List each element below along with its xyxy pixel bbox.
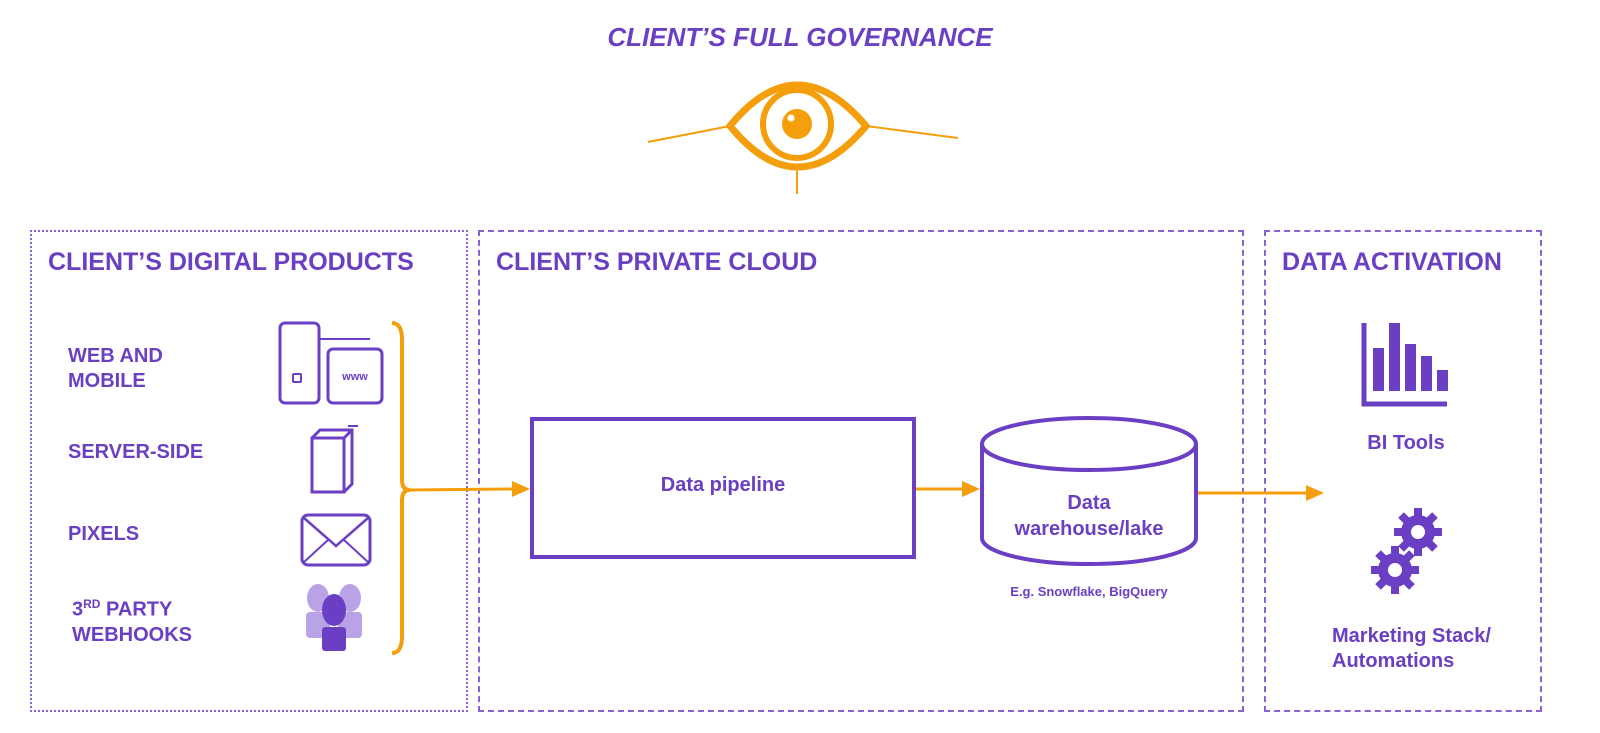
warehouse-cylinder xyxy=(980,416,1198,566)
source-webhooks-line2: WEBHOOKS xyxy=(72,623,192,646)
bar-chart-icon xyxy=(1361,323,1448,407)
source-label-web-mobile: WEB AND MOBILE xyxy=(68,344,163,394)
source-label-webhooks: 3RD PARTY WEBHOOKS xyxy=(72,592,192,648)
webhooks-party: PARTY xyxy=(100,598,173,621)
webhooks-num: 3 xyxy=(72,598,84,621)
source-label-pixels: PIXELS xyxy=(68,523,140,545)
panel-private-cloud xyxy=(478,230,1244,712)
webhooks-sup: RD xyxy=(83,597,101,611)
marketing-line1: Marketing Stack/ xyxy=(1332,625,1491,647)
www-text: www xyxy=(341,371,368,383)
sources-bracket xyxy=(391,321,411,655)
arrow-pipeline-to-warehouse xyxy=(913,481,980,497)
source-label-server-side: SERVER-SIDE xyxy=(68,441,204,463)
pipeline-label: Data pipeline xyxy=(660,474,786,496)
gears-icon xyxy=(1371,508,1442,594)
eye-icon xyxy=(647,81,959,194)
envelope-icon xyxy=(300,513,372,567)
data-pipeline-box xyxy=(530,417,916,559)
warehouse-label: Data warehouse/lake xyxy=(982,490,1196,542)
panel-data-activation xyxy=(1264,230,1542,712)
warehouse-note: E.g. Snowflake, BigQuery xyxy=(1010,584,1168,599)
people-icon xyxy=(306,584,362,651)
diagram-title: CLIENT’S FULL GOVERNANCE xyxy=(607,22,993,52)
devices-icon: www xyxy=(278,321,384,405)
panel-title-private-cloud: CLIENT’S PRIVATE CLOUD xyxy=(496,248,818,276)
server-icon xyxy=(310,425,358,494)
arrow-sources-to-pipeline xyxy=(409,481,530,497)
arrow-warehouse-to-activation xyxy=(1198,485,1324,501)
panel-title-data-activation: DATA ACTIVATION xyxy=(1282,248,1502,276)
bi-tools-label: BI Tools xyxy=(1367,432,1445,454)
source-web-line1: WEB AND xyxy=(68,345,163,367)
panel-digital-products xyxy=(30,230,468,712)
marketing-label: Marketing Stack/ Automations xyxy=(1332,624,1491,674)
warehouse-line1: Data xyxy=(1067,492,1111,514)
source-web-line2: MOBILE xyxy=(68,370,146,392)
marketing-line2: Automations xyxy=(1332,650,1455,672)
panel-title-digital-products: CLIENT’S DIGITAL PRODUCTS xyxy=(48,248,414,276)
warehouse-line2: warehouse/lake xyxy=(1014,518,1164,540)
